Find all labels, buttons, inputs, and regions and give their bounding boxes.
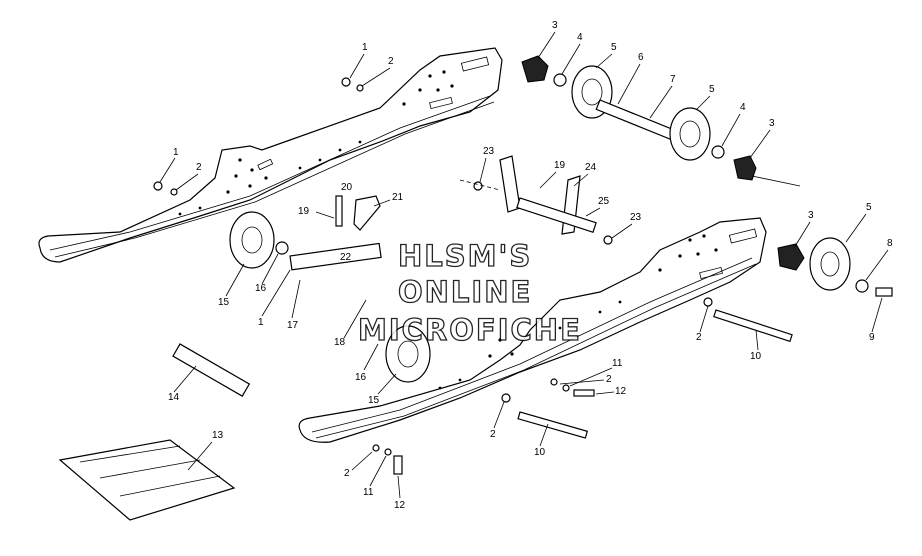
right-rear-wheel-assembly xyxy=(777,237,893,297)
callout-3: 3 xyxy=(769,118,775,129)
watermark-line-3: MICROFICHE xyxy=(358,313,582,347)
callout-12: 12 xyxy=(615,386,627,397)
callout-24: 24 xyxy=(585,162,597,173)
rear-idler-axle-assembly xyxy=(521,55,757,181)
callout-5: 5 xyxy=(866,202,872,213)
callout-3: 3 xyxy=(808,210,814,221)
callout-14: 14 xyxy=(168,392,180,403)
callout-8: 8 xyxy=(887,238,893,249)
callout-6: 6 xyxy=(638,52,644,63)
callout-20: 20 xyxy=(341,182,353,193)
callout-2: 2 xyxy=(490,429,496,440)
callout-10: 10 xyxy=(534,447,546,458)
callout-13: 13 xyxy=(212,430,224,441)
callout-5: 5 xyxy=(611,42,617,53)
callout-19: 19 xyxy=(298,206,310,217)
watermark: HLSM'S ONLINE MICROFICHE xyxy=(357,238,582,347)
callout-18: 18 xyxy=(334,337,346,348)
callout-2: 2 xyxy=(196,162,202,173)
callout-2: 2 xyxy=(344,468,350,479)
callout-1: 1 xyxy=(173,147,179,158)
callout-7: 7 xyxy=(670,74,676,85)
callout-21: 21 xyxy=(392,192,404,203)
callout-15: 15 xyxy=(368,395,380,406)
callout-16: 16 xyxy=(255,283,267,294)
callout-15: 15 xyxy=(218,297,230,308)
callout-25: 25 xyxy=(598,196,610,207)
track-clip-13 xyxy=(58,439,236,521)
loose-hardware xyxy=(58,77,793,521)
callout-2: 2 xyxy=(388,56,394,67)
left-rail xyxy=(38,47,503,263)
callout-11: 11 xyxy=(612,358,623,369)
callout-9: 9 xyxy=(869,332,875,343)
callout-2: 2 xyxy=(606,374,612,385)
right-rail xyxy=(298,217,767,443)
shaft-14 xyxy=(172,343,251,397)
cross-shaft-assembly xyxy=(473,155,613,245)
callout-17: 17 xyxy=(287,320,299,331)
callout-1: 1 xyxy=(362,42,368,53)
callout-19: 19 xyxy=(554,160,566,171)
callout-4: 4 xyxy=(740,102,746,113)
callout-2: 2 xyxy=(696,332,702,343)
callout-5: 5 xyxy=(709,84,715,95)
callout-22: 22 xyxy=(340,252,352,263)
callout-16: 16 xyxy=(355,372,367,383)
callout-labels: 1 2 1 2 3 4 5 6 7 5 4 3 23 19 24 25 23 2… xyxy=(159,20,893,511)
callout-1: 1 xyxy=(258,317,264,328)
callout-23: 23 xyxy=(483,146,495,157)
callout-12: 12 xyxy=(394,500,406,511)
callout-10: 10 xyxy=(750,351,762,362)
front-wheel-assembly xyxy=(229,195,431,383)
watermark-line-1: HLSM'S xyxy=(398,239,532,273)
watermark-line-2: ONLINE xyxy=(398,275,532,309)
callout-3: 3 xyxy=(552,20,558,31)
callout-11: 11 xyxy=(363,487,374,498)
callout-23: 23 xyxy=(630,212,642,223)
callout-4: 4 xyxy=(577,32,583,43)
